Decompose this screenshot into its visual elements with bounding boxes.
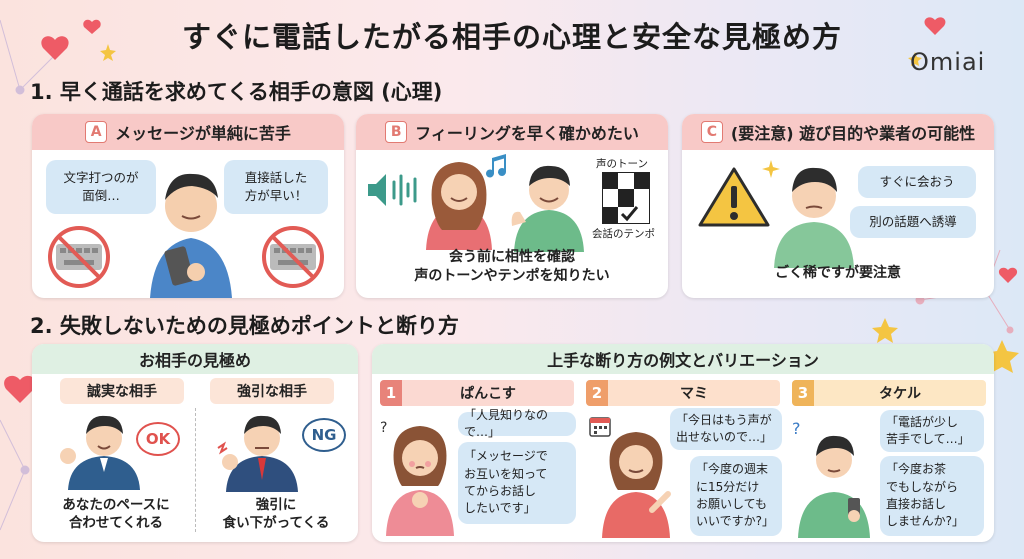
- woman-smiling-illustration: [426, 162, 492, 250]
- man-with-phone-illustration: [150, 173, 232, 298]
- sparkle-icon: [762, 160, 780, 178]
- example-3-line-2: 「今度お茶 でもしながら 直接お話し しませんか?」: [880, 456, 984, 536]
- sincere-man-illustration: [60, 415, 140, 490]
- judge-card-header: お相手の見極め: [32, 344, 358, 374]
- card-a-bubble-left: 文字打つのが 面倒…: [46, 160, 156, 214]
- brand-logo: Omiai: [910, 48, 986, 76]
- svg-text:?: ?: [792, 419, 801, 438]
- card-a-header: A メッセージが単純に苦手: [32, 114, 344, 150]
- checker-pattern-icon: [602, 172, 650, 224]
- card-b-header: B フィーリングを早く確かめたい: [356, 114, 668, 150]
- example-3-line-1: 「電話が少し 苦手でして…」: [880, 410, 984, 452]
- example-2-line-1: 「今日はもう声が 出せないので…」: [670, 408, 782, 450]
- woman-pointing-illustration: [602, 432, 671, 538]
- example-1-line-1: 「人見知りなので…」: [458, 408, 576, 439]
- refusal-card-header: 上手な断り方の例文とバリエーション: [372, 344, 994, 374]
- example-2-header: 2 マミ: [586, 380, 780, 406]
- example-1-header: 1 ぱんこす: [380, 380, 574, 406]
- card-b-letter: B: [385, 121, 408, 143]
- example-3-number: 3: [792, 380, 814, 406]
- card-b: B フィーリングを早く確かめたい 声のトーン 会話のテンポ 会う前に相性を確認 …: [356, 114, 668, 298]
- section1-heading: 1. 早く通話を求めてくる相手の意図 (心理): [30, 80, 443, 104]
- man-talking-illustration: [511, 165, 584, 252]
- example-3-header: 3 タケル: [792, 380, 986, 406]
- svg-text:?: ?: [380, 420, 387, 436]
- card-a-title: メッセージが単純に苦手: [115, 124, 291, 143]
- tone-label: 声のトーン: [596, 158, 648, 170]
- card-a-letter: A: [85, 121, 108, 143]
- music-note-icon: [486, 154, 506, 178]
- card-b-caption: 会う前に相性を確認 声のトーンやテンポを知りたい: [414, 249, 610, 284]
- ok-badge: OK: [136, 422, 180, 456]
- card-a-bubble-right: 直接話した 方が早い！: [224, 160, 328, 214]
- card-c-title: (要注意) 遊び目的や業者の可能性: [730, 124, 976, 143]
- sincere-label: 誠実な相手: [60, 378, 184, 404]
- card-b-title: フィーリングを早く確かめたい: [415, 124, 639, 143]
- no-keyboard-icon: [48, 226, 110, 288]
- woman-shy-illustration: ?: [380, 420, 454, 536]
- tempo-label: 会話のテンポ: [592, 228, 655, 240]
- example-2-line-2: 「今度の週末 に15分だけ お願いしても いいですか?」: [690, 456, 782, 536]
- card-c: C (要注意) 遊び目的や業者の可能性 すぐに会おう 別の話題へ誘導 ごく稀です…: [682, 114, 994, 298]
- example-2-number: 2: [586, 380, 608, 406]
- example-3-name: タケル: [879, 386, 921, 402]
- example-1-line-2: 「メッセージで お互いを知って てからお話し したいです」: [458, 442, 576, 524]
- no-keyboard-icon: [262, 226, 324, 288]
- warning-icon: [698, 167, 770, 227]
- pushy-label: 強引な相手: [210, 378, 334, 404]
- example-2-name: マミ: [680, 386, 708, 402]
- page-title: すぐに電話したがる相手の心理と安全な見極め方: [181, 20, 842, 54]
- card-c-bubble-top: すぐに会おう: [858, 166, 976, 198]
- example-1-name: ぱんこす: [460, 386, 516, 402]
- calendar-icon: [589, 417, 611, 437]
- divider: [195, 408, 196, 532]
- card-c-caption: ごく稀ですが要注意: [775, 265, 901, 281]
- pushy-caption: 強引に 食い下がってくる: [222, 497, 330, 532]
- ng-badge: NG: [302, 418, 346, 452]
- card-c-letter: C: [700, 121, 723, 143]
- card-a: A メッセージが単純に苦手 文字打つのが 面倒… 直接話した 方が早い！: [32, 114, 344, 298]
- pushy-man-illustration: [217, 415, 298, 492]
- man-thinking-illustration: ?: [792, 419, 870, 538]
- worried-man-illustration: [774, 167, 854, 268]
- refusal-card: 上手な断り方の例文とバリエーション 1 ぱんこす ? 「人見知りなので…」 「メ…: [372, 344, 994, 542]
- section2-heading: 2. 失敗しないための見極めポイントと断り方: [30, 314, 459, 338]
- judge-card: お相手の見極め 誠実な相手 強引な相手 OK NG あなたのペースに 合わせてく…: [32, 344, 358, 542]
- sound-wave-icon: [368, 174, 417, 206]
- example-1-number: 1: [380, 380, 402, 406]
- card-c-header: C (要注意) 遊び目的や業者の可能性: [682, 114, 994, 150]
- card-c-bubble-bottom: 別の話題へ誘導: [850, 206, 976, 238]
- sincere-caption: あなたのペースに 合わせてくれる: [62, 497, 170, 532]
